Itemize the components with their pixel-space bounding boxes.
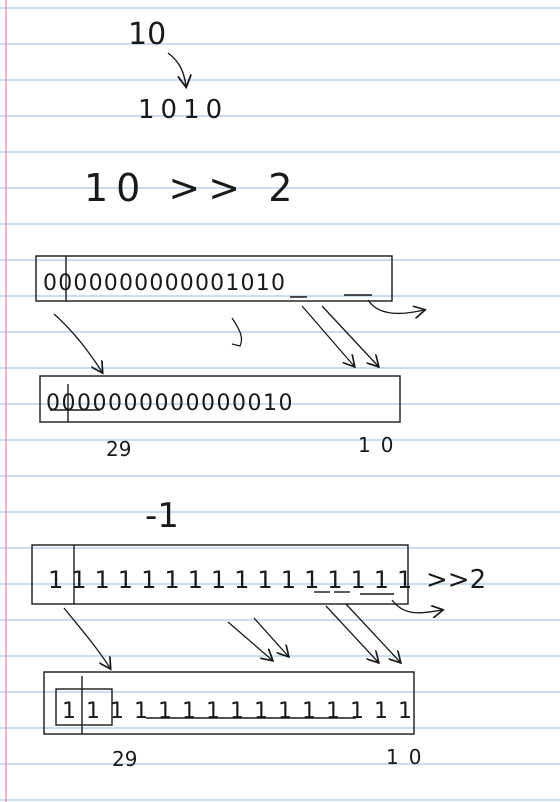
register-after-shift [39,375,401,423]
sign-extension-box [55,688,113,726]
bit-position-high: 29 [106,437,131,461]
shift-arrow-sign [53,313,102,372]
shift-arrow-middle-1 [227,621,272,660]
bit-position-low: 10 [358,433,403,457]
shift-right-two-label: >>2 [426,565,486,595]
before-bits: 0000000000001010 [43,271,286,296]
convert-arrow [167,52,186,86]
shift-arrow-middle [231,317,243,347]
register-after-arith-shift [43,671,415,735]
dropped-bits-arrow [367,299,424,313]
shift-arrow-sign [63,607,110,668]
shift-arrow-low-1 [301,305,354,366]
shift-arrow-low-2 [345,603,400,662]
shift-expression: 10 >> 2 [84,166,300,210]
binary-value-ten: 1010 [138,95,228,125]
before-bits-all-ones: 1111111111111111 [48,566,420,594]
dropped-bits-arrow [391,599,442,613]
register-before-shift [35,255,393,302]
decimal-value-ten: 10 [128,17,166,52]
bit-position-low: 10 [386,745,431,769]
after-bits: 0000000000000010 [46,391,294,416]
decimal-value-minus-one: -1 [145,496,179,536]
register-before-arith-shift [31,544,409,605]
after-bits-all-ones: 111111111111111 [62,699,422,724]
shift-arrow-middle-2 [253,617,288,656]
shift-arrow-low-2 [321,305,378,366]
shift-arrow-low-1 [325,605,378,662]
bit-position-high: 29 [112,747,137,771]
